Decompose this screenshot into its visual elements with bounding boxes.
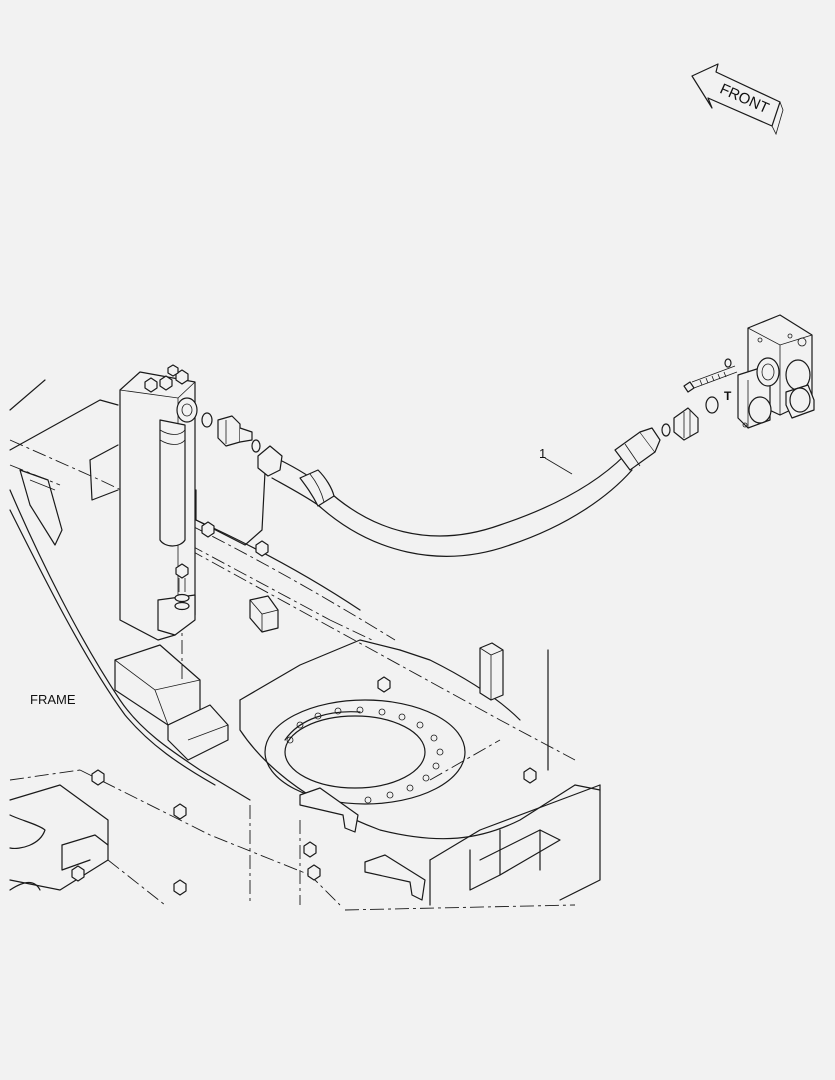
return-filter <box>119 364 198 641</box>
valve-fittings <box>661 358 738 441</box>
port-label: T <box>724 389 732 403</box>
assembly-center-lines <box>9 439 576 911</box>
hose-callout-number: 1 <box>539 446 546 461</box>
control-valve <box>737 314 815 429</box>
frame-structure <box>9 379 601 906</box>
front-arrow: FRONT <box>691 63 784 136</box>
frame-label: FRAME <box>30 692 76 707</box>
ring-bolt-holes <box>286 706 444 804</box>
filter-fittings <box>201 412 261 453</box>
hydraulic-hose <box>257 427 661 557</box>
frame-markers <box>71 521 537 896</box>
hose-callout: 1 <box>539 446 573 475</box>
